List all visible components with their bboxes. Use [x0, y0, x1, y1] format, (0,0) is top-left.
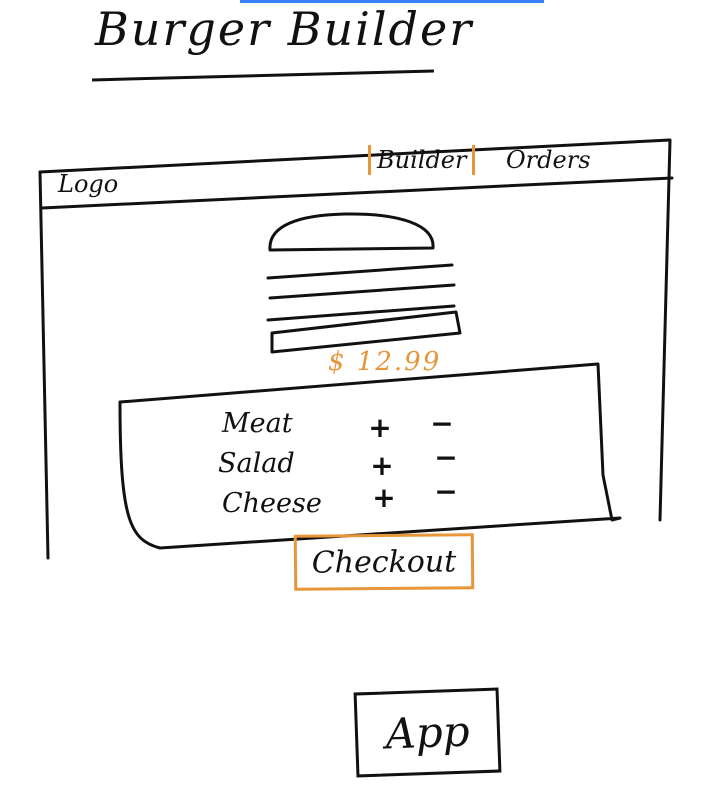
nav-item-builder[interactable]: Builder — [368, 145, 476, 175]
checkout-button[interactable]: Checkout — [293, 533, 475, 591]
ingredient-label-meat: Meat — [222, 408, 293, 439]
ingredient-label-cheese: Cheese — [222, 488, 322, 519]
remove-salad-button[interactable]: − — [434, 441, 458, 474]
logo[interactable]: Logo — [58, 170, 119, 198]
burger-layer-1 — [266, 263, 454, 280]
burger-layer-3 — [266, 304, 456, 322]
nav-item-orders[interactable]: Orders — [506, 146, 591, 174]
app-frame — [38, 138, 672, 522]
burger-bun-top — [268, 212, 435, 252]
build-controls-box — [118, 362, 622, 550]
ingredient-label-salad: Salad — [218, 448, 295, 479]
remove-cheese-button[interactable]: − — [434, 475, 458, 508]
app-frame-left — [38, 170, 50, 560]
burger-bun-bottom — [270, 310, 462, 354]
top-edge-strip — [240, 0, 544, 3]
app-component-box: App — [353, 687, 502, 778]
burger-layer-2 — [268, 283, 456, 300]
add-salad-button[interactable]: + — [370, 449, 394, 482]
burger-price: $ 12.99 — [328, 347, 442, 377]
add-cheese-button[interactable]: + — [372, 481, 396, 514]
remove-meat-button[interactable]: − — [430, 407, 454, 440]
page-title: Burger Builder — [95, 2, 474, 56]
app-label: App — [384, 706, 471, 759]
toolbar-divider — [40, 176, 674, 210]
add-meat-button[interactable]: + — [368, 411, 392, 444]
